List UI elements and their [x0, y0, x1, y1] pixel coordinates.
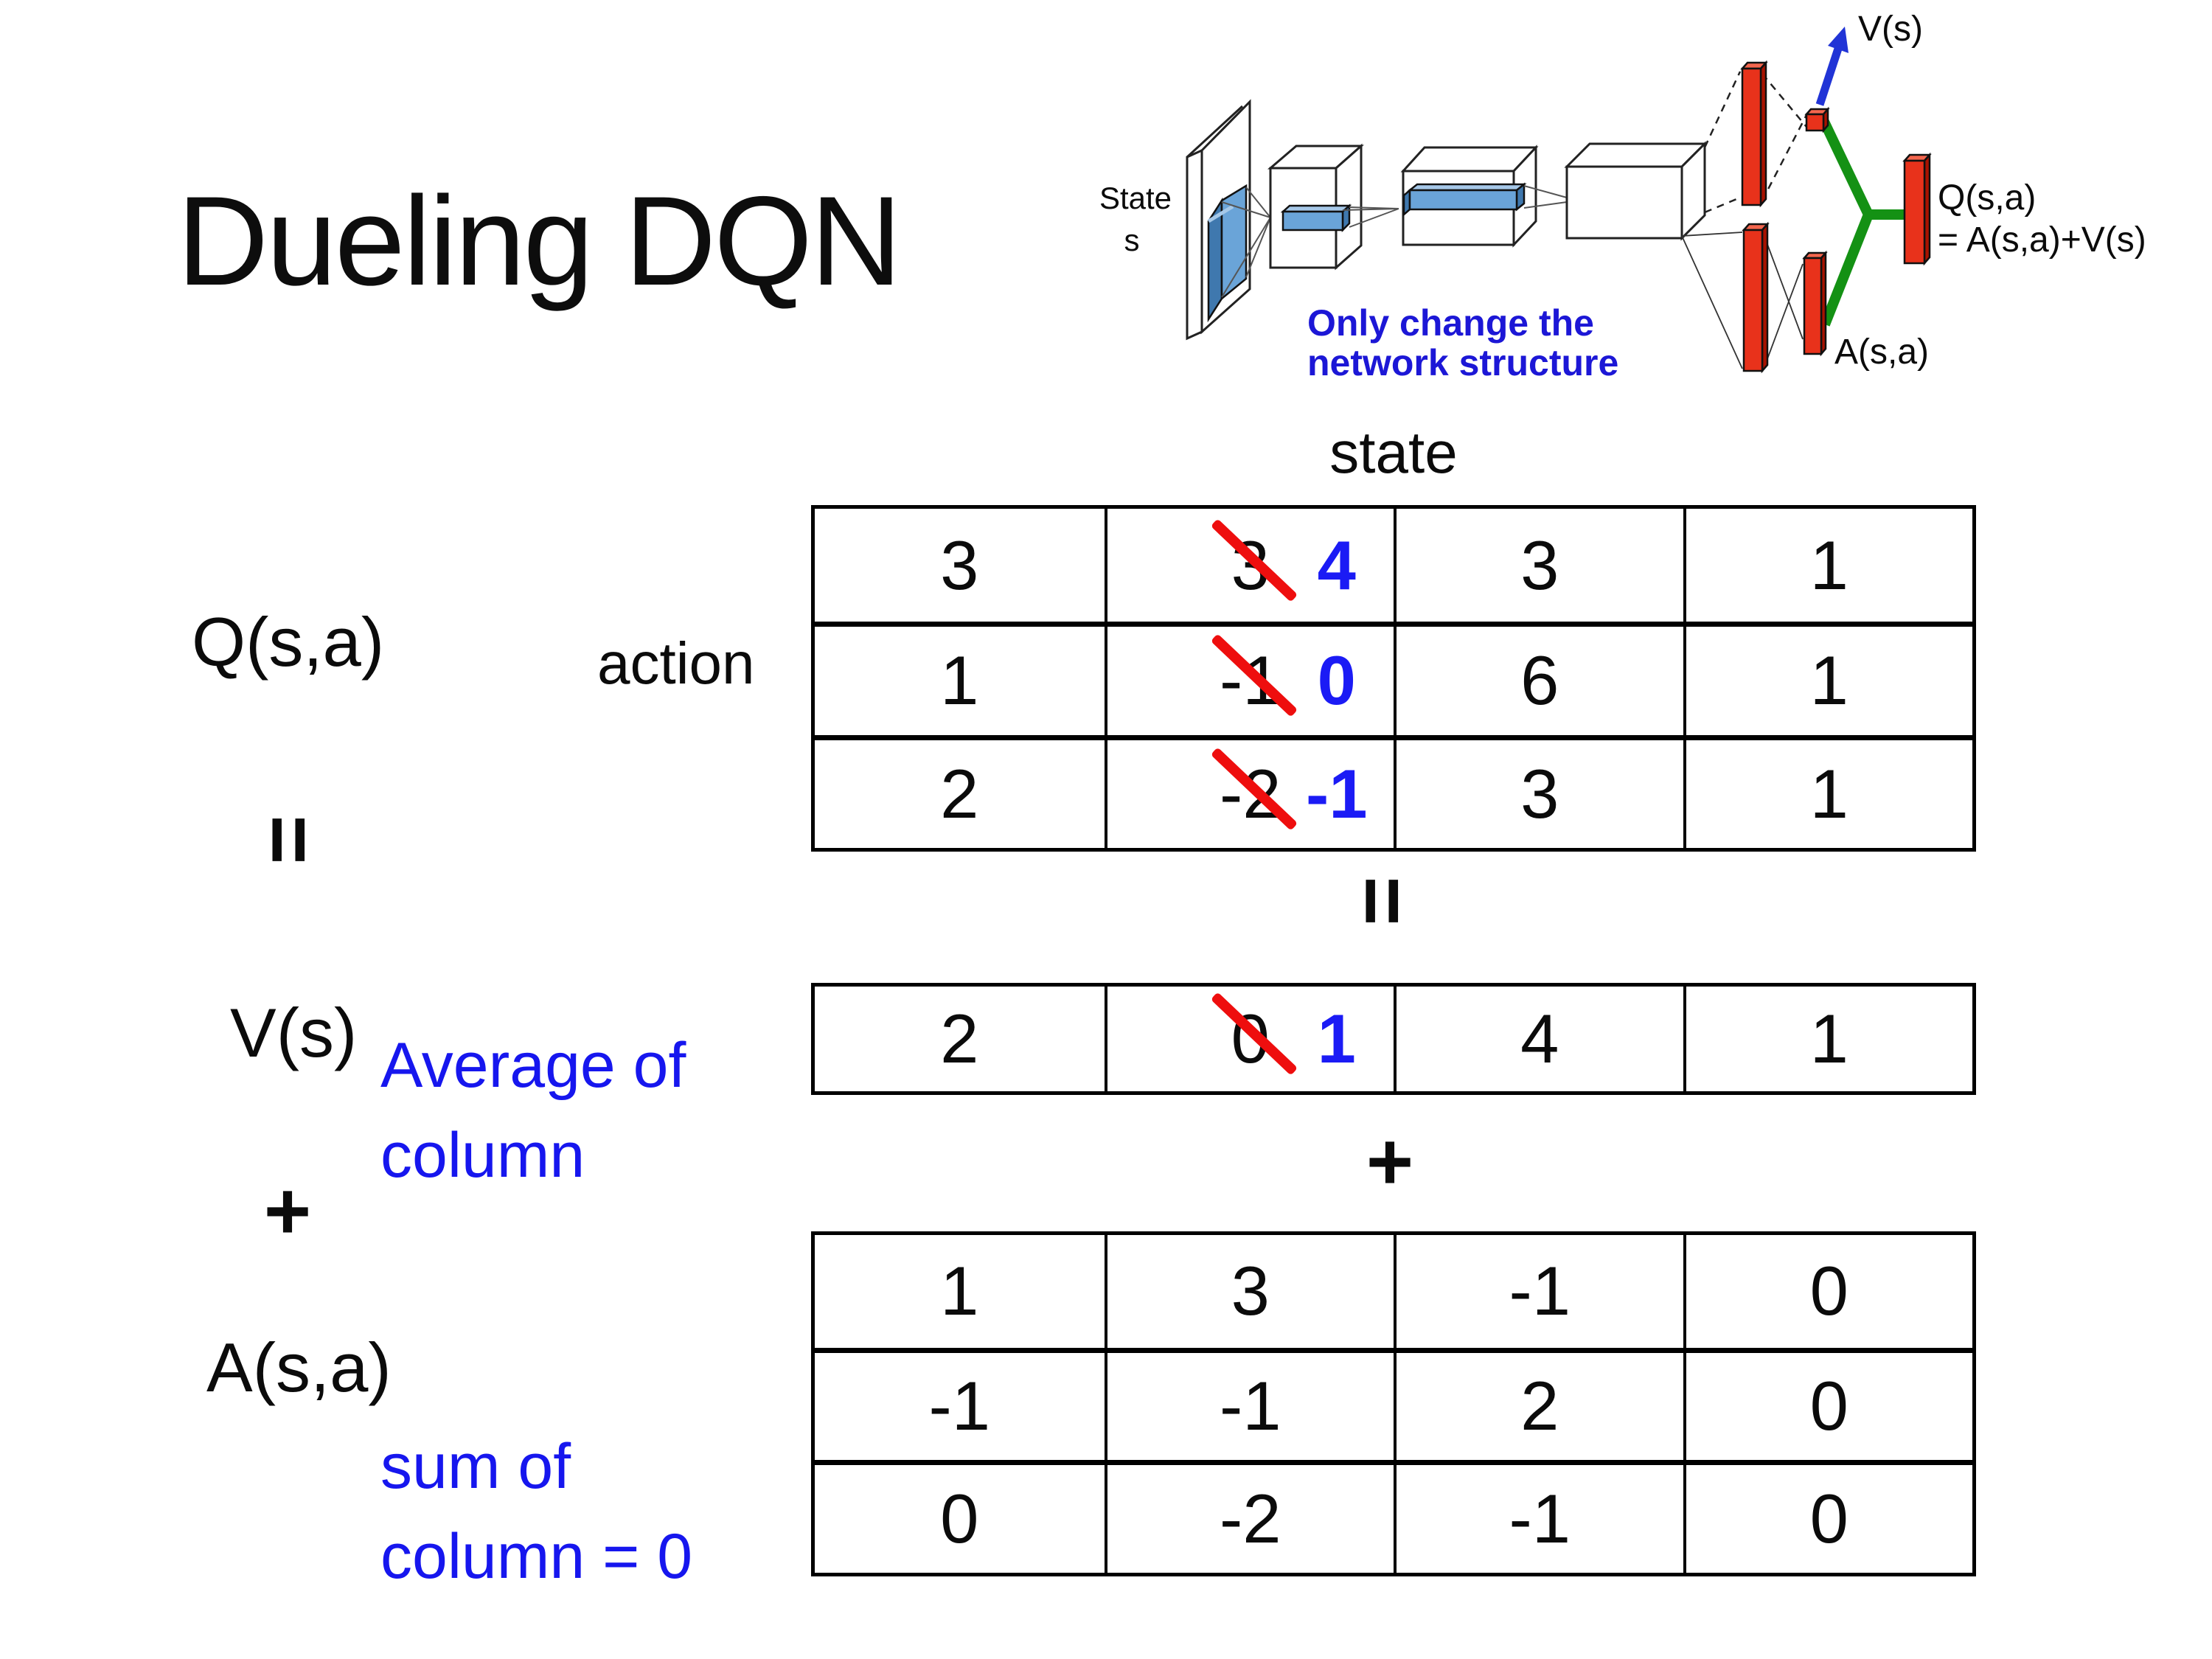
- q-output-bar: [1902, 152, 1932, 266]
- equals-sign-center: =: [1335, 876, 1430, 926]
- value-arrow-icon: [1815, 27, 1848, 106]
- new-value: -1: [1305, 754, 1368, 832]
- v-cell-crossed: 0 1: [1104, 987, 1394, 1091]
- diagram-value-label: V(s): [1858, 10, 1923, 49]
- sum-note-line1: sum of: [380, 1431, 571, 1502]
- value-stream-links: [1703, 71, 1808, 214]
- q-cell-crossed: -2 -1: [1104, 734, 1394, 848]
- fc-layer-box: [1564, 141, 1708, 241]
- network-architecture-diagram: State s Only change the network structur…: [1099, 10, 2146, 383]
- new-value: 1: [1317, 1000, 1356, 1077]
- q-cell: 3: [1394, 509, 1683, 622]
- a-cell: 0: [1683, 1235, 1973, 1348]
- v-function-label: V(s): [230, 994, 358, 1071]
- action-axis-label: action: [597, 630, 755, 696]
- feature-bar-1: [1280, 204, 1352, 233]
- q-cell: 6: [1394, 622, 1683, 735]
- q-cell: 1: [1683, 622, 1972, 735]
- a-cell: 2: [1394, 1347, 1683, 1461]
- page-title: Dueling DQN: [177, 170, 902, 312]
- advantage-vector-bar: [1802, 250, 1828, 357]
- v-cell: 2: [940, 1000, 979, 1077]
- diagram-q-label-line1: Q(s,a): [1938, 178, 2036, 218]
- average-note-line2: column: [380, 1120, 585, 1192]
- advantage-table: 1 3 -1 0 -1 -1 2 0 0 -2 -1 0: [811, 1231, 1976, 1576]
- feature-bar-2: [1402, 182, 1527, 217]
- q-cell: 2: [815, 734, 1105, 848]
- sum-of-column-note: sum of column = 0: [380, 1422, 692, 1601]
- conv-patch: [1207, 184, 1248, 323]
- conv-cone-1: [1221, 187, 1271, 298]
- conv-cone-2: [1342, 206, 1399, 228]
- plus-sign-center: +: [1366, 1116, 1414, 1207]
- diagram-q-label-line2: = A(s,a)+V(s): [1938, 220, 2146, 260]
- fc-value-bar: [1740, 60, 1768, 208]
- value-node: [1804, 106, 1830, 133]
- aggregation-connector: [1819, 119, 1910, 327]
- q-cell: 3: [940, 526, 979, 604]
- a-cell: -1: [1104, 1347, 1394, 1461]
- q-cell: 1: [1683, 734, 1972, 848]
- q-function-label: Q(s,a): [192, 603, 385, 681]
- sum-note-line2: column = 0: [380, 1521, 693, 1593]
- q-cell-crossed: -1 0: [1104, 622, 1394, 735]
- q-cell: 1: [815, 622, 1105, 734]
- q-cell-crossed: 3 4: [1104, 509, 1394, 622]
- q-cell: 3: [1394, 734, 1683, 848]
- state-axis-label: state: [1329, 420, 1458, 485]
- a-cell: 0: [815, 1460, 1105, 1573]
- diagram-state-label-line1: State: [1099, 181, 1172, 215]
- q-value-table: 3 3 4 3 1 1 -1 0 6 1 2 -2 -1 3 1: [811, 505, 1976, 852]
- advantage-stream-links: [1681, 232, 1804, 369]
- a-cell: -2: [1104, 1460, 1394, 1573]
- new-value: 4: [1317, 526, 1356, 604]
- a-cell: -1: [1394, 1235, 1683, 1348]
- conv-layer-1-box: [1267, 143, 1364, 271]
- average-of-column-note: Average of column: [380, 1020, 686, 1200]
- diagram-advantage-label: A(s,a): [1834, 333, 1929, 372]
- diagram-note-line1: Only change the: [1307, 302, 1594, 344]
- q-cell: 1: [1683, 509, 1973, 622]
- a-cell: 1: [940, 1252, 979, 1330]
- a-cell: -1: [1394, 1460, 1683, 1573]
- diagram-note-line2: network structure: [1307, 342, 1618, 383]
- average-note-line1: Average of: [380, 1030, 686, 1101]
- new-value: 0: [1317, 641, 1356, 720]
- plus-sign-left: +: [263, 1165, 312, 1256]
- a-cell: 0: [1683, 1460, 1972, 1573]
- a-cell: 0: [1683, 1347, 1972, 1461]
- v-cell: 1: [1683, 987, 1973, 1091]
- flatten-cone: [1523, 185, 1568, 209]
- a-cell: 3: [1104, 1235, 1394, 1348]
- a-cell: -1: [815, 1347, 1105, 1461]
- diagram-state-label-line2: s: [1124, 223, 1140, 257]
- equals-sign-left: =: [242, 815, 336, 865]
- v-cell: 4: [1394, 987, 1683, 1091]
- state-value-table: 2 0 1 4 1: [811, 983, 1976, 1095]
- fc-advantage-bar: [1742, 221, 1770, 374]
- a-function-label: A(s,a): [206, 1329, 392, 1406]
